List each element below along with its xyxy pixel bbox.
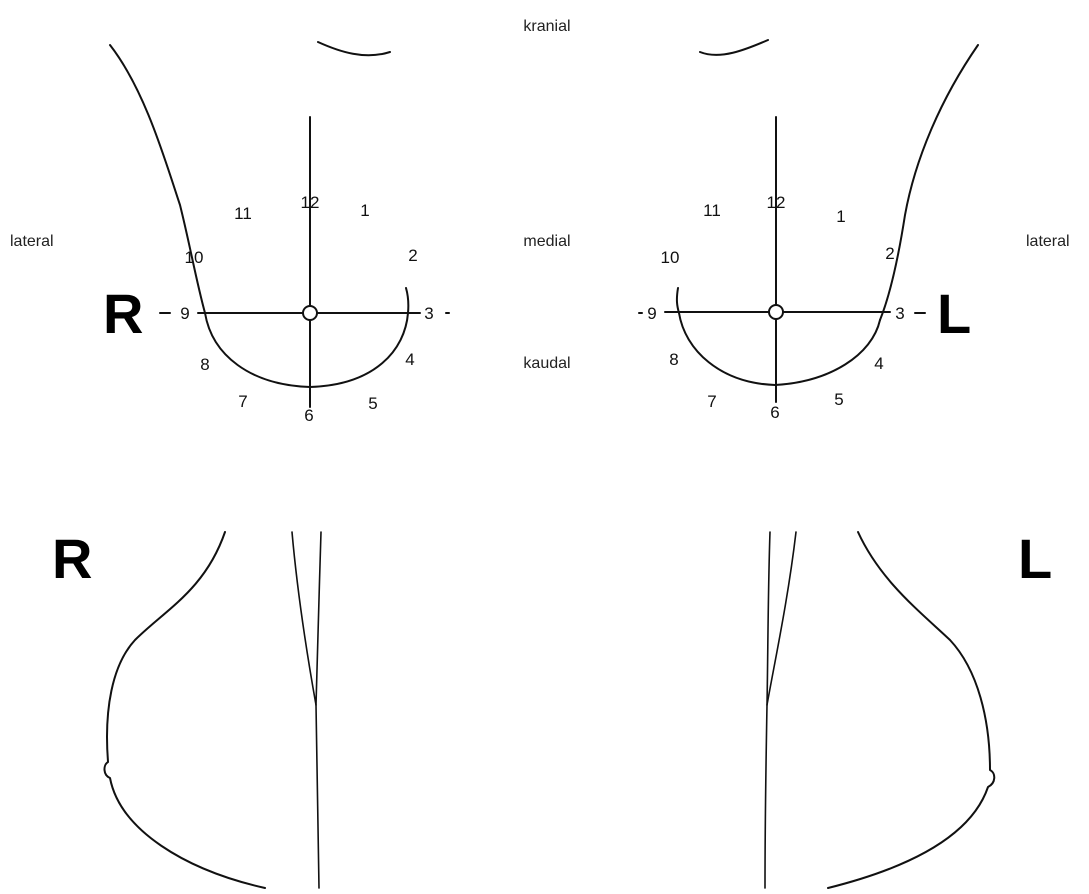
clock-8-right: 8: [200, 355, 209, 374]
clock-5-right: 5: [368, 394, 377, 413]
neck-curve-left: [700, 40, 768, 55]
clock-1-right: 1: [360, 201, 369, 220]
clock-9-right: 9: [180, 304, 189, 323]
clock-2-right: 2: [408, 246, 417, 265]
clock-1-left: 1: [836, 207, 845, 226]
torso-outline-right: [110, 45, 205, 313]
clock-7-right: 7: [238, 392, 247, 411]
nipple-marker-right: [303, 306, 317, 320]
clock-11-left: 11: [703, 201, 721, 220]
label-lateral-right-side: lateral: [10, 233, 54, 250]
clock-6-right: 6: [304, 406, 313, 425]
neck-curve-right: [318, 42, 390, 55]
clock-12-right: 12: [301, 193, 320, 212]
clock-3-right: 3: [424, 304, 433, 323]
clock-4-left: 4: [874, 354, 883, 373]
clock-11-right: 11: [234, 204, 252, 223]
clock-12-left: 12: [767, 193, 786, 212]
clock-3-left: 3: [895, 304, 904, 323]
label-caudal: kaudal: [523, 355, 570, 372]
label-cranial: kranial: [523, 18, 570, 35]
clock-4-right: 4: [405, 350, 414, 369]
sternum-line-right-outer: [292, 532, 319, 888]
nipple-marker-left: [769, 305, 783, 319]
clock-9-left: 9: [647, 304, 656, 323]
sternum-line-right-inner: [316, 532, 321, 705]
torso-outline-left: [880, 45, 978, 320]
side-label-right-bottom: R: [52, 527, 92, 590]
clock-5-left: 5: [834, 390, 843, 409]
breast-outline-left: [677, 288, 880, 385]
breast-profile-left: [828, 532, 994, 888]
sternum-line-left-outer: [765, 532, 796, 888]
clock-10-right: 10: [185, 248, 204, 267]
label-medial: medial: [523, 233, 570, 250]
breast-outline-right: [205, 288, 408, 387]
clock-2-left: 2: [885, 244, 894, 263]
clock-8-left: 8: [669, 350, 678, 369]
clock-6-left: 6: [770, 403, 779, 422]
side-label-right-top: R: [103, 282, 143, 345]
side-label-left-top: L: [937, 282, 971, 345]
label-lateral-left-side: lateral: [1026, 233, 1070, 250]
clock-7-left: 7: [707, 392, 716, 411]
clock-10-left: 10: [661, 248, 680, 267]
breast-profile-right: [104, 532, 265, 888]
side-label-left-bottom: L: [1018, 527, 1052, 590]
sternum-line-left-inner: [767, 532, 770, 705]
